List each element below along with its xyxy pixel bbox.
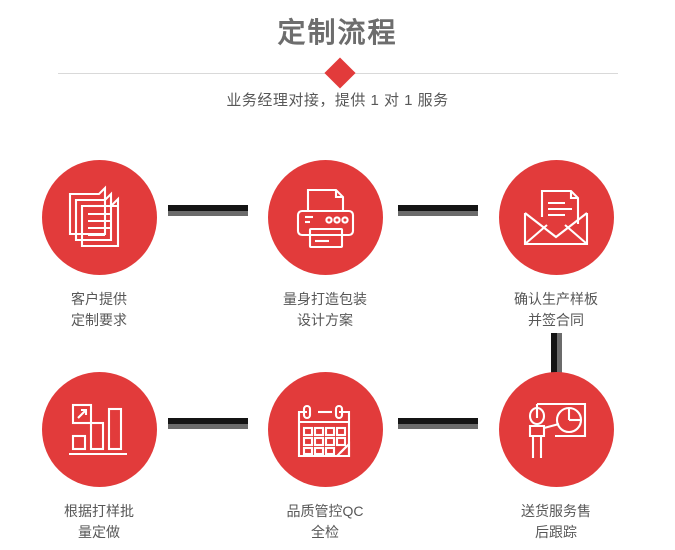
- process-step-5[interactable]: 品质管控QC 全检: [245, 372, 405, 543]
- connector-bar-shadow: [557, 333, 562, 375]
- step-6-label: 送货服务售 后跟踪: [521, 503, 591, 540]
- documents-stack-icon: [67, 184, 131, 251]
- step-2-label: 量身打造包装 设计方案: [283, 291, 367, 328]
- process-step-4[interactable]: 根据打样批 量定做: [19, 372, 179, 543]
- process-step-1[interactable]: 客户提供 定制要求: [19, 160, 179, 331]
- connector-step5-step6: [398, 418, 478, 429]
- connector-bar-shadow: [398, 211, 478, 216]
- diamond-marker-icon: [324, 57, 356, 89]
- step-1-icon-circle[interactable]: [41, 160, 157, 275]
- step-3-label: 确认生产样板 并签合同: [514, 291, 598, 328]
- process-step-2[interactable]: 量身打造包装 设计方案: [245, 160, 405, 331]
- connector-bar-dark: [168, 205, 248, 211]
- connector-bar-dark: [168, 418, 248, 424]
- step-4-label: 根据打样批 量定做: [64, 503, 134, 540]
- step-5-icon-circle[interactable]: [267, 372, 383, 487]
- connector-bar-dark: [551, 333, 557, 375]
- connector-bar-shadow: [168, 211, 248, 216]
- step-4-icon-circle[interactable]: [41, 372, 157, 487]
- connector-bar-dark: [398, 418, 478, 424]
- connector-bar-shadow: [398, 424, 478, 429]
- connector-step3-step6: [551, 333, 562, 375]
- step-5-label: 品质管控QC 全检: [286, 503, 364, 540]
- process-step-6[interactable]: 送货服务售 后跟踪: [476, 372, 636, 543]
- connector-bar-shadow: [168, 424, 248, 429]
- process-step-3[interactable]: 确认生产样板 并签合同: [476, 160, 636, 331]
- connector-step2-step3: [398, 205, 478, 216]
- bar-chart-growth-icon: [67, 399, 131, 461]
- page-title: 定制流程: [277, 17, 398, 48]
- connector-step4-step5: [168, 418, 248, 429]
- presenter-chart-icon: [521, 398, 591, 462]
- step-1-label: 客户提供 定制要求: [71, 291, 127, 328]
- connector-bar-dark: [398, 205, 478, 211]
- connector-step1-step2: [168, 205, 248, 216]
- step-2-icon-circle[interactable]: [267, 160, 383, 275]
- calendar-check-icon: [291, 398, 359, 462]
- step-6-icon-circle[interactable]: [498, 372, 614, 487]
- printer-icon: [291, 186, 359, 250]
- page-subtitle: 业务经理对接，提供 1 对 1 服务: [226, 92, 449, 109]
- envelope-document-icon: [521, 187, 591, 249]
- step-3-icon-circle[interactable]: [498, 160, 614, 275]
